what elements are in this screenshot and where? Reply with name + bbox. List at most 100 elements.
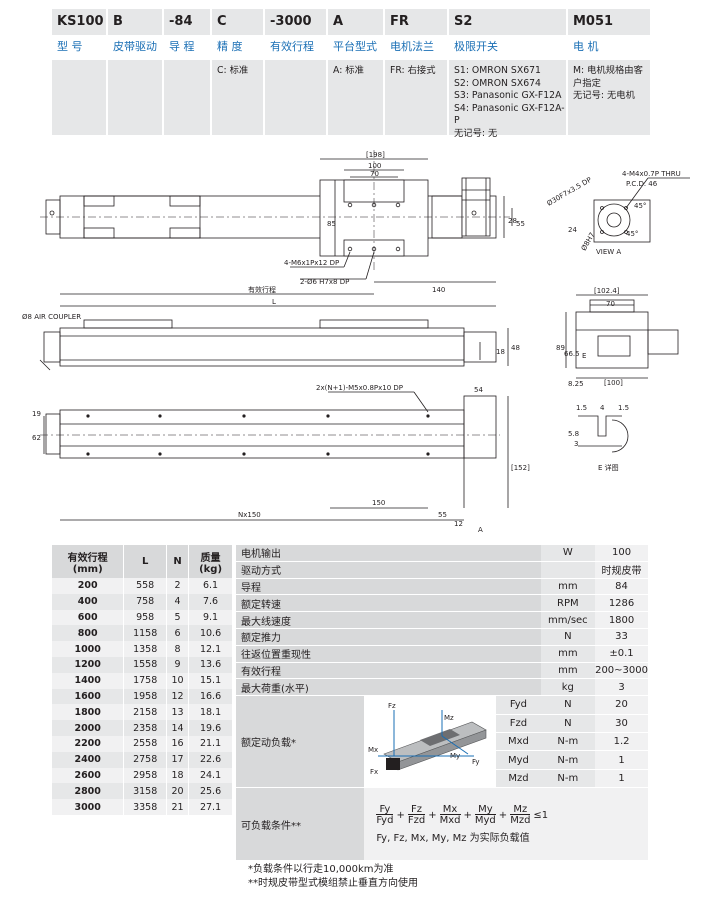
top-view: [198] 100 70 85 28 55 140 4-M6x1Px12 DP … <box>40 150 525 307</box>
col-stroke: 有效行程(mm) <box>52 545 125 578</box>
cell-mass: 9.1 <box>188 609 233 626</box>
cell-L: 2358 <box>123 720 167 736</box>
cell-stroke: 1400 <box>52 672 125 689</box>
cell-N: 6 <box>166 625 190 642</box>
opt-accuracy: C: 标准 <box>212 60 263 135</box>
dim-100: 100 <box>368 162 381 170</box>
load-label: 额定动负载* <box>236 695 365 789</box>
dim-55: 55 <box>516 220 525 228</box>
side-view: Ø8 AIR COUPLER 48 18 <box>22 313 520 371</box>
opt-lead <box>164 60 210 135</box>
cell-mass: 16.6 <box>188 688 233 705</box>
spec-row: 驱动方式时规皮带 <box>236 561 648 579</box>
spec-unit: mm <box>540 662 596 680</box>
load-value: 20 <box>595 695 648 715</box>
spec-label: 导程 <box>236 578 541 596</box>
cell-mass: 25.6 <box>188 783 233 800</box>
spec-label: 额定转速 <box>236 594 541 613</box>
detail-e-marker: E <box>582 352 586 360</box>
switch-s2: S2: OMRON SX674 <box>454 77 541 89</box>
spec-value: 1286 <box>595 594 648 613</box>
cell-stroke: 2000 <box>52 720 125 736</box>
cell-N: 18 <box>166 767 190 784</box>
code-stroke: -3000 <box>265 9 326 35</box>
dim-62: 62 <box>32 434 41 442</box>
load-sym: Mzd <box>496 769 541 789</box>
spec-value: ±0.1 <box>595 645 648 663</box>
cell-N: 10 <box>166 672 190 689</box>
opt-flange: FR: 右接式 <box>385 60 447 135</box>
spec-value: 100 <box>595 545 648 562</box>
cell-N: 21 <box>166 799 190 815</box>
dim-198: [198] <box>366 151 385 159</box>
dim-85: 85 <box>327 220 336 228</box>
cell-L: 2758 <box>123 751 167 768</box>
load-sym: Fzd <box>496 714 541 733</box>
cell-stroke: 200 <box>52 578 125 594</box>
spec-label: 最大荷重(水平) <box>236 678 541 697</box>
formula-note: Fy, Fz, Mx, My, Mz 为实际负载值 <box>376 833 530 845</box>
spec-value: 3 <box>595 678 648 697</box>
cell-stroke: 2400 <box>52 751 125 768</box>
spec-value: 1800 <box>595 611 648 629</box>
dim-152: [152] <box>511 464 530 472</box>
cell-mass: 27.1 <box>188 799 233 815</box>
cell-N: 12 <box>166 688 190 705</box>
cell-L: 958 <box>123 609 167 626</box>
cell-stroke: 1800 <box>52 704 125 721</box>
cell-L: 2158 <box>123 704 167 721</box>
load-value: 1.2 <box>595 732 648 752</box>
cell-mass: 21.1 <box>188 735 233 752</box>
name-platform: 平台型式 <box>333 40 377 53</box>
load-unit: N-m <box>540 769 596 789</box>
cell-mass: 6.1 <box>188 578 233 594</box>
dim-12: 12 <box>454 520 463 528</box>
view-a-marker: A <box>478 526 483 534</box>
name-stroke: 有效行程 <box>270 40 314 53</box>
name-switch: 极限开关 <box>454 40 498 53</box>
cell-stroke: 2600 <box>52 767 125 784</box>
dim-665: 66.5 <box>564 350 580 358</box>
spec-value: 200~3000 <box>595 662 648 680</box>
load-value: 1 <box>595 769 648 789</box>
spec-value: 时规皮带 <box>595 561 648 579</box>
spec-value: 84 <box>595 578 648 596</box>
code-switch: S2 <box>449 9 566 35</box>
opt-motor: M: 电机规格由客 户指定 无记号: 无电机 <box>568 60 650 135</box>
spec-unit: mm <box>540 645 596 663</box>
cell-N: 17 <box>166 751 190 768</box>
dim-15b: 1.5 <box>618 404 629 412</box>
cell-stroke: 1600 <box>52 688 125 705</box>
footnote-2: **时规皮带型式模组禁止垂直方向使用 <box>248 878 418 889</box>
spec-unit: RPM <box>540 594 596 613</box>
cell-N: 16 <box>166 735 190 752</box>
detail-e-label: E 详图 <box>598 463 619 472</box>
axis-fy: Fy <box>472 758 480 766</box>
load-unit: N-m <box>540 750 596 770</box>
dim-70b: 70 <box>606 300 615 308</box>
cell-mass: 22.6 <box>188 751 233 768</box>
cell-N: 13 <box>166 704 190 721</box>
spec-unit: mm <box>540 578 596 596</box>
thread-spec: 4-M4x0.7P THRU <box>622 170 681 178</box>
dim-L: L <box>272 298 276 306</box>
switch-s1: S1: OMRON SX671 <box>454 65 541 76</box>
spec-label: 有效行程 <box>236 662 541 680</box>
motor-line3: 无记号: 无电机 <box>573 90 635 101</box>
spec-label: 电机输出 <box>236 545 541 562</box>
load-unit: N <box>540 714 596 733</box>
dim-100b: [100] <box>604 379 623 387</box>
